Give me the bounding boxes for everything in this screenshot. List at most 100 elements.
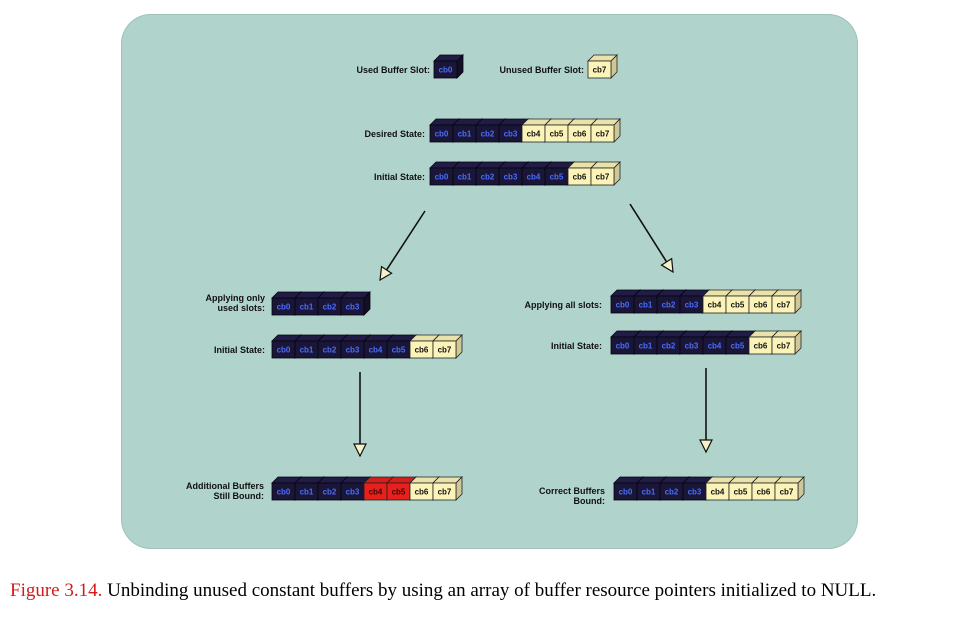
svg-text:cb1: cb1	[458, 173, 472, 182]
svg-text:cb3: cb3	[504, 130, 518, 139]
svg-text:cb0: cb0	[619, 488, 633, 497]
svg-text:cb0: cb0	[435, 130, 449, 139]
svg-text:cb7: cb7	[596, 130, 610, 139]
legend-used-label: Used Buffer Slot:	[356, 65, 430, 75]
svg-text:cb3: cb3	[504, 173, 518, 182]
slot-cb7: cb7	[774, 476, 805, 501]
svg-text:cb4: cb4	[708, 342, 722, 351]
diagram-panel	[121, 14, 858, 549]
svg-text:cb2: cb2	[481, 173, 495, 182]
left-result-row: cb0 cb1 cb2 cb3 cb4 cb5 cb6 cb7	[271, 476, 463, 501]
slot-cb4: cb4	[705, 476, 736, 501]
svg-text:cb2: cb2	[323, 488, 337, 497]
svg-text:cb7: cb7	[596, 173, 610, 182]
right-result-row: cb0 cb1 cb2 cb3 cb4 cb5 cb6 cb7	[613, 476, 805, 501]
svg-text:cb1: cb1	[639, 342, 653, 351]
svg-text:cb4: cb4	[708, 301, 722, 310]
svg-text:cb5: cb5	[392, 346, 406, 355]
svg-text:cb7: cb7	[438, 346, 452, 355]
svg-text:cb0: cb0	[277, 488, 291, 497]
svg-text:cb3: cb3	[685, 342, 699, 351]
slot-cb7: cb7	[432, 476, 463, 501]
initial-state-row: cb0 cb1 cb2 cb3 cb4 cb5 cb6 cb7	[429, 161, 621, 186]
svg-text:cb3: cb3	[346, 488, 360, 497]
svg-text:cb7: cb7	[777, 301, 791, 310]
slot-cb7: cb7	[771, 289, 802, 314]
slot-cb1: cb1	[294, 291, 325, 316]
initial-state-label: Initial State:	[374, 172, 425, 182]
svg-text:cb6: cb6	[754, 342, 768, 351]
slot-cb7: cb7	[590, 161, 621, 186]
svg-text:cb6: cb6	[573, 173, 587, 182]
svg-text:cb6: cb6	[415, 346, 429, 355]
svg-text:cb4: cb4	[369, 346, 383, 355]
svg-text:cb7: cb7	[593, 66, 607, 75]
arrow-to-right	[629, 203, 674, 274]
svg-text:cb2: cb2	[662, 342, 676, 351]
legend-used-slot: cb0	[433, 54, 464, 79]
svg-text:cb2: cb2	[323, 303, 337, 312]
svg-text:cb2: cb2	[665, 488, 679, 497]
desired-state-row: cb0 cb1 cb2 cb3 cb4 cb5 cb6 cb7	[429, 118, 621, 143]
svg-text:cb0: cb0	[439, 66, 453, 75]
svg-text:cb1: cb1	[639, 301, 653, 310]
svg-text:cb0: cb0	[435, 173, 449, 182]
svg-text:cb5: cb5	[550, 130, 564, 139]
arrow-to-left	[379, 210, 426, 282]
svg-text:cb1: cb1	[642, 488, 656, 497]
svg-text:cb2: cb2	[662, 301, 676, 310]
svg-text:cb5: cb5	[734, 488, 748, 497]
arrow-right-down	[699, 368, 713, 454]
slot-cb3: cb3	[340, 291, 371, 316]
buffer-binding-diagram: Used Buffer Slot: cb0 Unused Buffer Slot: c…	[186, 54, 805, 506]
svg-text:cb0: cb0	[277, 346, 291, 355]
svg-text:cb1: cb1	[300, 488, 314, 497]
svg-text:cb6: cb6	[754, 301, 768, 310]
svg-text:cb0: cb0	[277, 303, 291, 312]
right-apply-row: cb0 cb1 cb2 cb3 cb4 cb5 cb6 cb7	[610, 289, 802, 314]
svg-text:cb4: cb4	[711, 488, 725, 497]
svg-text:cb2: cb2	[323, 346, 337, 355]
svg-text:cb4: cb4	[527, 130, 541, 139]
figure-number: Figure 3.14.	[10, 580, 103, 601]
desired-state-label: Desired State:	[364, 129, 425, 139]
figure-caption: Figure 3.14. Unbinding unused constant b…	[10, 579, 970, 603]
slot-cb7: cb7	[771, 330, 802, 355]
svg-text:cb5: cb5	[731, 301, 745, 310]
left-apply-row: cb0 cb1 cb2 cb3	[271, 291, 371, 316]
svg-text:cb7: cb7	[438, 488, 452, 497]
right-initial-label: Initial State:	[551, 341, 602, 351]
svg-text:cb6: cb6	[573, 130, 587, 139]
svg-text:cb6: cb6	[415, 488, 429, 497]
svg-text:cb5: cb5	[392, 488, 406, 497]
svg-text:cb1: cb1	[300, 346, 314, 355]
svg-text:cb5: cb5	[550, 173, 564, 182]
right-apply-label: Applying all slots:	[524, 300, 602, 310]
svg-text:cb6: cb6	[757, 488, 771, 497]
caption-text: Unbinding unused constant buffers by usi…	[102, 580, 877, 601]
slot-cb7: cb7	[590, 118, 621, 143]
svg-text:cb4: cb4	[369, 488, 383, 497]
slot-cb7: cb7	[432, 334, 463, 359]
svg-text:cb1: cb1	[300, 303, 314, 312]
svg-text:cb2: cb2	[481, 130, 495, 139]
svg-text:cb4: cb4	[527, 173, 541, 182]
slot-cb4: cb4	[702, 289, 733, 314]
svg-text:cb0: cb0	[616, 342, 630, 351]
svg-text:cb7: cb7	[780, 488, 794, 497]
arrow-left-down	[353, 372, 367, 458]
svg-text:cb0: cb0	[616, 301, 630, 310]
left-initial-label: Initial State:	[214, 345, 265, 355]
svg-text:cb5: cb5	[731, 342, 745, 351]
legend-unused-label: Unused Buffer Slot:	[500, 65, 585, 75]
svg-text:cb3: cb3	[688, 488, 702, 497]
legend-unused-slot: cb7	[587, 54, 618, 79]
svg-text:cb3: cb3	[346, 303, 360, 312]
svg-text:cb1: cb1	[458, 130, 472, 139]
svg-text:cb3: cb3	[685, 301, 699, 310]
